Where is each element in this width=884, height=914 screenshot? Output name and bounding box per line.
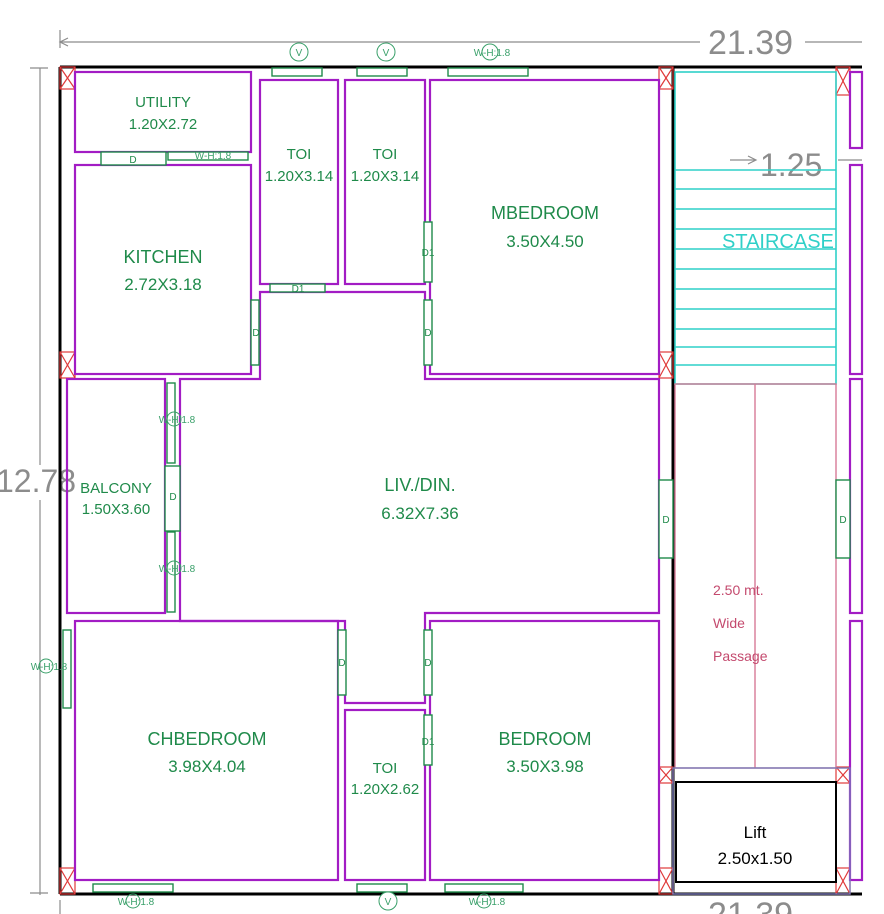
toi3-outline [343, 708, 427, 882]
window-height-tags: W-H:1.8 W-H:1.8 W-H:1.8 W-H:1.8 W-H:1.8 … [31, 43, 511, 909]
lift-name: Lift [744, 823, 767, 842]
toi3-size: 1.20X2.62 [351, 781, 419, 798]
door-tag: D1 [422, 248, 435, 259]
bottom-width-dimension: 21.39 [708, 896, 793, 914]
stair-width-dimension: 1.25 [760, 147, 822, 183]
balcony-name: BALCONY [80, 480, 152, 497]
windows [62, 67, 529, 893]
bedroom-size: 3.50X3.98 [506, 757, 584, 776]
left-height-dimension: 12.78 [0, 463, 76, 499]
livdin-name: LIV./DIN. [384, 475, 455, 495]
window [166, 382, 176, 464]
kitchen-outline [73, 163, 253, 376]
window [62, 629, 72, 709]
mbedroom-name: MBEDROOM [491, 203, 599, 223]
door-tag: D [252, 328, 259, 339]
passage-label: Passage [713, 648, 768, 664]
door-tag: D1 [422, 737, 435, 748]
toi1-name: TOI [287, 146, 312, 163]
toi2-name: TOI [373, 146, 398, 163]
door-tag: D [424, 328, 431, 339]
window-height-tag: W-H:1.8 [159, 564, 196, 575]
door [423, 629, 433, 696]
top-width-dimension: 21.39 [708, 24, 793, 62]
door-tag: D [424, 658, 431, 669]
door-tag: D [129, 155, 136, 166]
lift-shaft [672, 767, 851, 895]
kitchen-size: 2.72X3.18 [124, 275, 202, 294]
window-height-tag: W-H:1.8 [195, 151, 232, 162]
bedroom-outline [428, 619, 661, 882]
staircase [674, 71, 837, 385]
door [100, 151, 167, 166]
window [166, 531, 176, 613]
window [356, 883, 408, 893]
door [337, 629, 347, 696]
doors [100, 151, 851, 766]
window-height-tag: W-H:1.8 [159, 415, 196, 426]
door-tag: D1 [292, 284, 305, 295]
vent-tags: V V V [289, 42, 398, 911]
livdin-size: 6.32X7.36 [381, 504, 459, 523]
staircase-label: STAIRCASE [722, 231, 834, 253]
bedroom-name: BEDROOM [498, 729, 591, 749]
chbedroom-name: CHBEDROOM [147, 729, 266, 749]
door [250, 299, 260, 366]
window [167, 151, 249, 161]
door [269, 283, 326, 293]
toi2-outline [343, 78, 427, 286]
door [423, 221, 433, 283]
door-tag: D [839, 515, 846, 526]
window [92, 883, 174, 893]
vent-tag: V [383, 48, 390, 59]
window-height-tag: W-H:1.8 [118, 897, 155, 908]
vent-tag: V [385, 897, 392, 908]
window [356, 67, 408, 77]
passage-width: 2.50 mt. [713, 582, 764, 598]
door-tags: D D1 D1 D D D D D D D D1 [129, 155, 846, 748]
door-tag: D [169, 492, 176, 503]
mbedroom-size: 3.50X4.50 [506, 232, 584, 251]
window-height-tag: W-H:1.8 [31, 662, 68, 673]
utility-outline [73, 70, 253, 154]
door-tag: D [662, 515, 669, 526]
kitchen-name: KITCHEN [123, 247, 202, 267]
door [164, 465, 181, 532]
door [658, 479, 674, 559]
utility-size: 1.20X2.72 [129, 116, 197, 133]
lift-size: 2.50x1.50 [718, 849, 793, 868]
door [423, 714, 433, 766]
toi1-size: 1.20X3.14 [265, 168, 333, 185]
passage-wide: Wide [713, 615, 745, 631]
balcony-size: 1.50X3.60 [82, 501, 150, 518]
dimension-lines [30, 30, 862, 914]
passage [674, 383, 837, 769]
vent-tag: V [296, 48, 303, 59]
window [447, 67, 529, 77]
column-markers [59, 66, 851, 895]
toi3-name: TOI [373, 760, 398, 777]
toi2-size: 1.20X3.14 [351, 168, 419, 185]
window [444, 883, 524, 893]
mbedroom-outline [428, 78, 661, 376]
livdin-outline [178, 290, 661, 705]
window-height-tag: W-H:1.8 [469, 897, 506, 908]
chbedroom-size: 3.98X4.04 [168, 757, 246, 776]
window-height-tag: W-H:1.8 [474, 48, 511, 59]
window [271, 67, 323, 77]
chbedroom-outline [73, 619, 340, 882]
door-tag: D [338, 658, 345, 669]
utility-name: UTILITY [135, 94, 191, 111]
door [423, 299, 433, 366]
door [835, 479, 851, 559]
